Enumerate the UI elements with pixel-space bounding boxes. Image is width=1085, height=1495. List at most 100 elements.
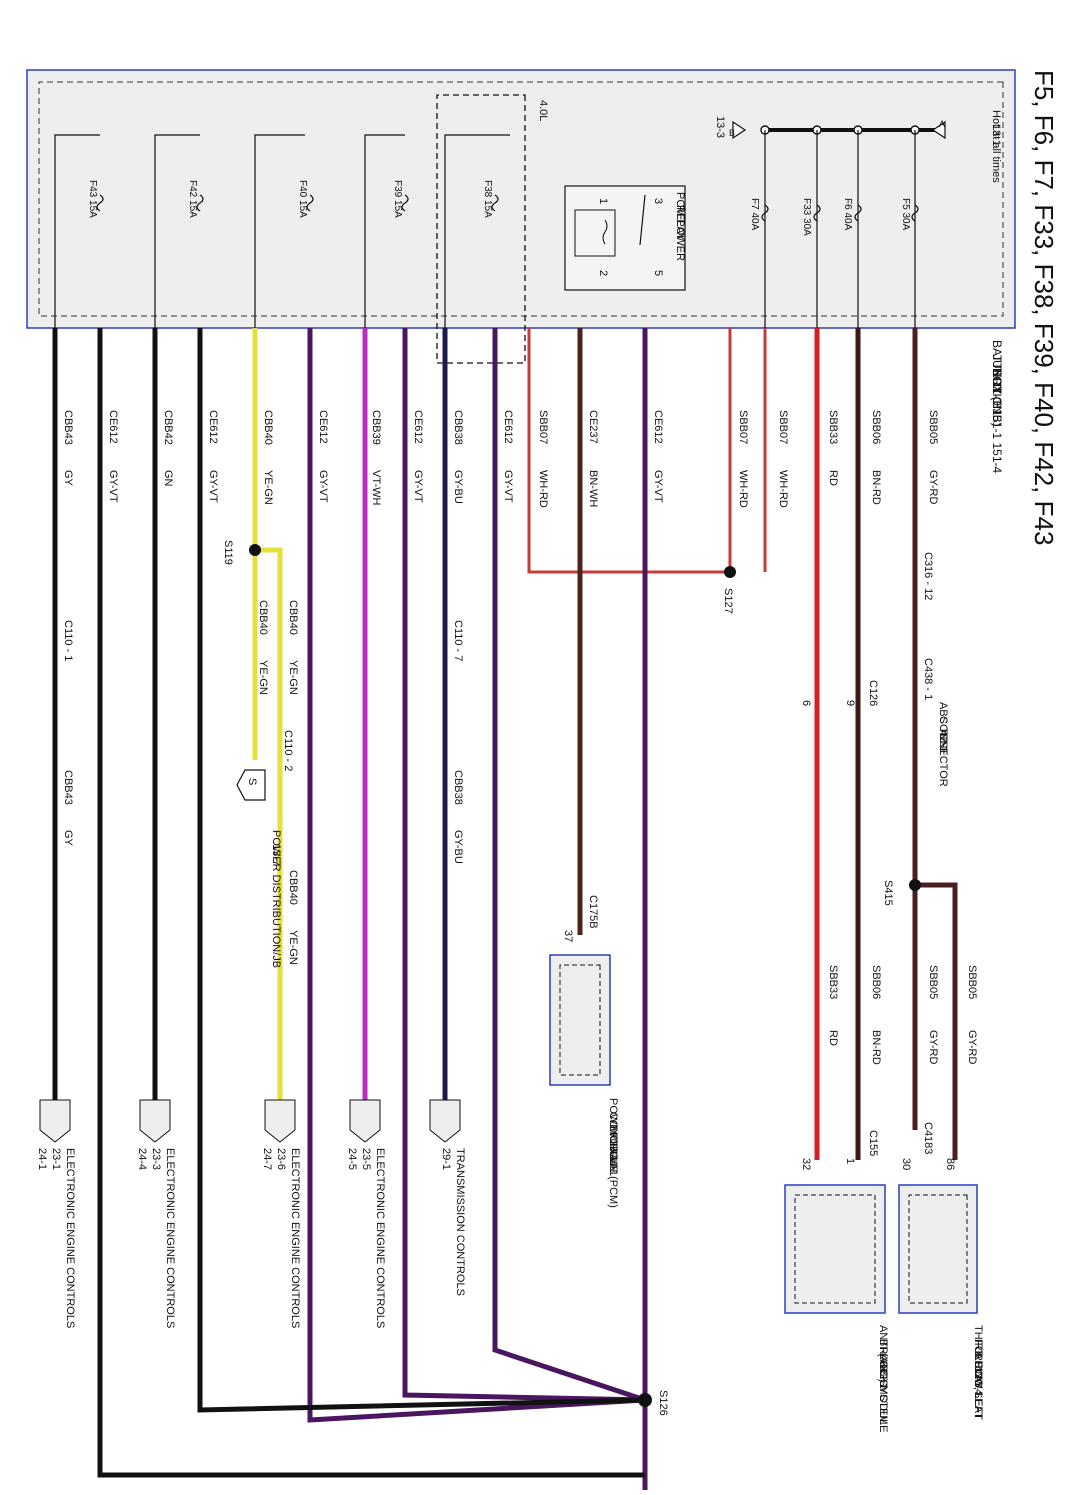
- connector-pin: 30: [900, 1158, 912, 1170]
- bus-b-letter: B: [729, 128, 735, 138]
- module-seat-label: FOLDING SEAT: [972, 1339, 984, 1419]
- fuse-label-f42: F42 15A: [187, 180, 198, 218]
- module-abs-inner: [794, 1194, 876, 1304]
- module-pcm-label: 23-1: [607, 1140, 619, 1162]
- module-pcm-label: 24-1: [607, 1154, 619, 1176]
- destination-label: TRANSMISSION CONTROLS: [454, 1148, 466, 1296]
- splice-s415: [909, 879, 921, 891]
- fuse-icon: [491, 194, 499, 212]
- destination-connector-icon: [349, 1099, 381, 1143]
- bjb-inner-border: [38, 81, 1004, 317]
- relay-label: PCM POWER: [674, 192, 686, 261]
- connector-label: C155: [867, 1130, 879, 1156]
- connector-label: C175B: [587, 895, 599, 929]
- relay-coil: [574, 209, 616, 257]
- connector-pin: 6: [800, 700, 812, 706]
- wire-color-label: RD: [827, 1030, 839, 1046]
- fuse-label-f43: F43 15A: [87, 180, 98, 218]
- fuse-label-f39: F39 15A: [392, 180, 403, 218]
- bjb-label-line: 11-1 151-1 151-4: [990, 382, 1004, 474]
- connector-label: C126: [867, 680, 879, 706]
- bus-a-arrow: [931, 120, 946, 140]
- wire-circuit-label: CE612: [317, 410, 329, 444]
- destination-connector-icon: [264, 1099, 296, 1143]
- relay-pin: 3: [652, 198, 664, 204]
- wire-color-label: GY-VT: [317, 470, 329, 503]
- destination-label: 24-1: [36, 1148, 48, 1170]
- fuse-label-f38: F38 15A: [482, 180, 493, 218]
- wire-circuit-label: CBB40: [257, 600, 269, 635]
- wire-circuit-label: SBB06: [870, 965, 882, 999]
- bjb-box: [26, 69, 1016, 329]
- connector-label: C110 - 7: [452, 620, 464, 661]
- rotated-sheet: F5, F6, F7, F33, F38, F39, F40, F42, F43…: [26, 69, 1059, 1490]
- wire-color-label: GY-BU: [452, 470, 464, 504]
- wire-color-label: GY-RD: [927, 470, 939, 504]
- wire-circuit-label: CE612: [502, 410, 514, 444]
- fuse-icon: [854, 204, 862, 222]
- destination-label: 23-6: [275, 1148, 287, 1170]
- abs-test-label: ABS TEST: [937, 702, 949, 755]
- destination-connector-icon: [139, 1099, 171, 1143]
- wire-ce612-f39: [402, 328, 646, 1403]
- pcm-power-relay: PCM POWER RELAY 3 1 2 5: [564, 185, 686, 291]
- fuse-label-f7: F7 40A: [749, 198, 760, 231]
- module-abs-box: [784, 1184, 886, 1314]
- wire-color-label: GY-VT: [652, 470, 664, 503]
- wire-ce612-f38: [492, 328, 646, 1403]
- wire-color-label: BN-RD: [870, 1030, 882, 1065]
- wire-color-label: GY-RD: [966, 1030, 978, 1064]
- fuses-group-a: F5 30A F6 40A F33 30A F7 40A: [749, 198, 919, 236]
- module-abs-label: 42-1: [877, 1367, 889, 1389]
- splice-label: S119: [222, 540, 234, 565]
- wire-ce612-f40: [307, 328, 646, 1423]
- fuse-icon: [96, 194, 104, 212]
- relay-contact: [639, 194, 646, 246]
- destination-label: 23-1: [50, 1148, 62, 1170]
- relay-label: RELAY: [674, 205, 686, 241]
- destination-connector-icon: [39, 1099, 71, 1143]
- fuses-group-b: F38 15A F39 15A F40 15A F42 15A F43 15A: [87, 180, 499, 218]
- wire-color-label: YE-GN: [287, 930, 299, 965]
- fuse-label-f33: F33 30A: [801, 198, 812, 236]
- wire-circuit-label: SBB05: [927, 965, 939, 999]
- wire-circuit-label: CE237: [587, 410, 599, 444]
- wire-color-label: VT-WH: [370, 470, 382, 505]
- wire-labels-upper: SBB05 GY-RD SBB06 BN-RD SBB33 RD SBB07 W…: [62, 410, 939, 508]
- module-seat-label: 120-4: [972, 1367, 984, 1395]
- wire-circuit-label: CE612: [207, 410, 219, 444]
- splice-label: S127: [722, 588, 734, 614]
- engine-variant-label: 4.0L: [537, 100, 549, 121]
- wire-circuit-label: CBB40: [262, 410, 274, 445]
- fuse-label-f40: F40 15A: [297, 180, 308, 218]
- connector-pin: 86: [944, 1158, 956, 1170]
- wire-color-label: BN-WH: [587, 470, 599, 507]
- fuse-label-f6: F6 40A: [842, 198, 853, 231]
- module-pcm: POWERTRAIN CONTROL MODULE (PCM) 23-1 24-…: [549, 954, 619, 1208]
- bus-b-ref: 13-3: [714, 116, 726, 138]
- engine-variant-region: [436, 94, 526, 364]
- hot-label: Hot at all times: [990, 110, 1002, 183]
- connector-label: C110 - 1: [62, 620, 74, 661]
- wire-color-label: WH-RD: [537, 470, 549, 508]
- wire-circuit-label: SBB07: [737, 410, 749, 444]
- bjb-label: BATTERY JUNCTION BOX (BJB) 11-1 151-1 15…: [990, 340, 1004, 474]
- splice-s126: [638, 1393, 652, 1407]
- wire-circuit-label: SBB33: [827, 965, 839, 999]
- wire-circuit-label: CBB43: [62, 770, 74, 805]
- wire-circuit-label: CBB43: [62, 410, 74, 445]
- wire-circuit-label: SBB05: [966, 965, 978, 999]
- wire-color-label: GY: [62, 830, 74, 847]
- wire-circuit-label: CE612: [107, 410, 119, 444]
- destination-label: 23-3: [150, 1148, 162, 1170]
- abs-test-label: 42-1: [937, 730, 949, 752]
- wire-color-label: BN-RD: [870, 470, 882, 505]
- power-distribution-letter: S: [246, 778, 258, 785]
- fuse-icon: [196, 194, 204, 212]
- wire-color-label: GY-VT: [412, 470, 424, 503]
- wire-circuit-label: SBB07: [537, 410, 549, 444]
- splice-label: S415: [882, 880, 894, 906]
- relay-box: [564, 185, 686, 291]
